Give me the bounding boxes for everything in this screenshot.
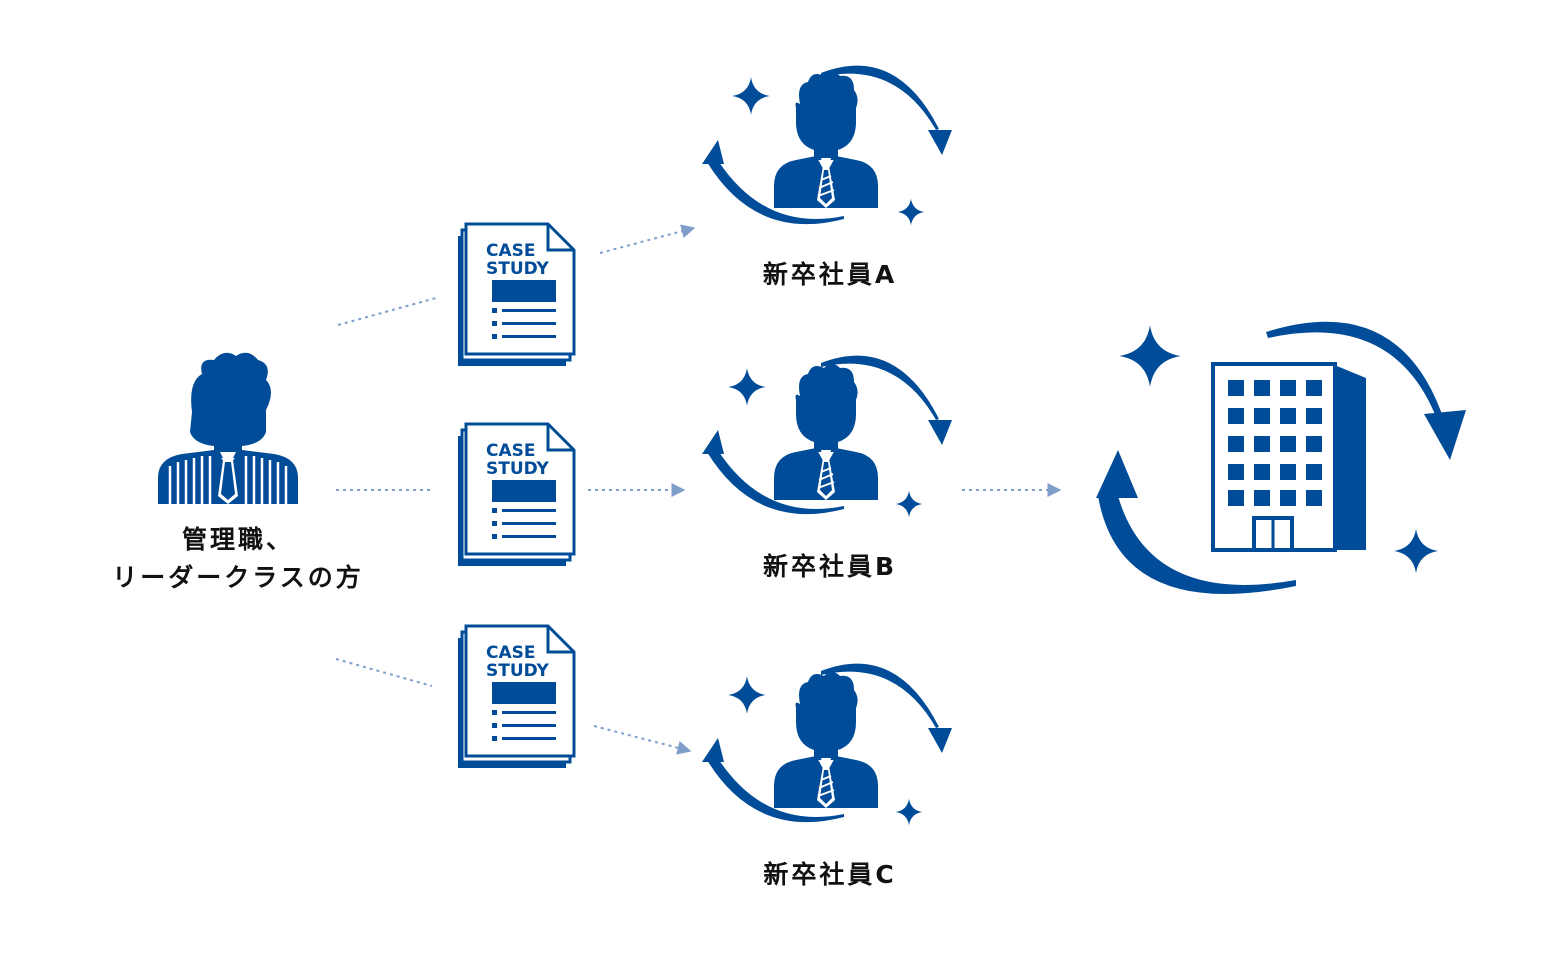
case-study-document-b: CASE STUDY xyxy=(456,422,576,568)
employee-a-label: 新卒社員A xyxy=(763,260,897,289)
employee-a-icon xyxy=(773,71,879,209)
employee-c-label: 新卒社員C xyxy=(763,860,896,889)
sparkle-icon xyxy=(897,198,925,226)
sparkle-icon xyxy=(1119,325,1181,387)
case-study-line2: STUDY xyxy=(486,661,550,681)
employee-b-icon xyxy=(773,363,879,501)
manager-label-line2: リーダークラスの方 xyxy=(112,563,364,592)
sparkle-icon xyxy=(728,676,766,714)
sparkle-icon xyxy=(1394,529,1438,573)
connector-lines xyxy=(335,224,1062,755)
cycle-arrows-large-icon xyxy=(1096,321,1466,594)
sparkle-icon xyxy=(895,798,923,826)
manager-label-line1: 管理職、 xyxy=(182,525,294,554)
case-study-line2: STUDY xyxy=(486,459,550,479)
sparkle-icon xyxy=(732,77,770,115)
employee-c-group: 新卒社員C xyxy=(702,663,952,889)
employee-c-icon xyxy=(773,671,879,809)
case-study-document-c: CASE STUDY xyxy=(456,624,576,770)
employee-b-group: 新卒社員B xyxy=(702,355,952,581)
employee-b-label: 新卒社員B xyxy=(763,552,897,581)
office-building-icon xyxy=(1211,362,1366,552)
sparkle-icon xyxy=(728,368,766,406)
arrow-case-c-to-employee-c xyxy=(593,725,692,755)
case-study-line1: CASE xyxy=(486,643,536,663)
case-study-document-a: CASE STUDY xyxy=(456,222,576,368)
employee-a-group: 新卒社員A xyxy=(702,65,952,289)
case-study-line2: STUDY xyxy=(486,259,550,279)
arrow-case-a-to-employee-a xyxy=(599,224,696,254)
case-study-line1: CASE xyxy=(486,241,536,261)
connector-manager-to-case-c xyxy=(335,658,433,687)
connector-manager-to-case-a xyxy=(337,297,437,326)
company-group xyxy=(1096,321,1466,594)
sparkle-icon xyxy=(895,490,923,518)
case-study-line1: CASE xyxy=(486,441,536,461)
manager-person-icon xyxy=(158,352,298,504)
